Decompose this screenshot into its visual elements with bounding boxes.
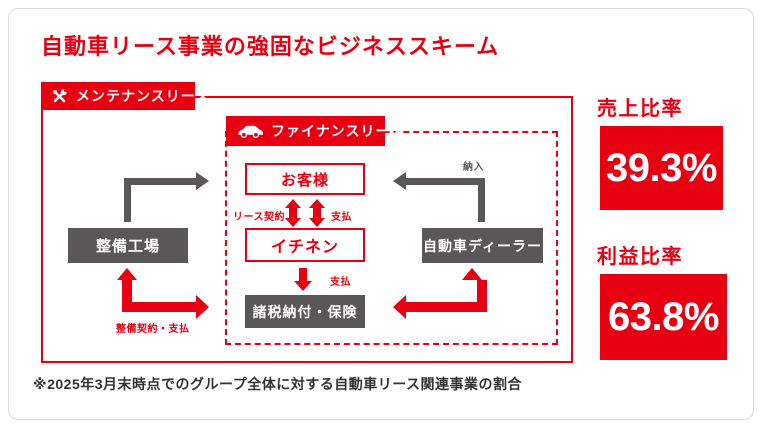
sales-ratio-value: 39.3%	[600, 126, 723, 210]
arrow-shaft	[122, 280, 132, 312]
node-customer: お客様	[245, 163, 365, 195]
label-lease-contract: リース契約	[233, 212, 285, 223]
node-tax-insurance: 諸税納付・保険	[245, 295, 365, 328]
page-title: 自動車リース事業の強固なビジネススキーム	[41, 34, 500, 59]
arrow-lease-contract	[285, 199, 301, 227]
footnote: ※2025年3月末時点でのグループ全体に対する自動車リース関連事業の割合	[33, 376, 522, 392]
profit-ratio-value: 63.8%	[600, 274, 727, 360]
maintenance-lease-tab: メンテナンスリース	[41, 82, 209, 110]
arrow-head-left	[393, 172, 406, 190]
arrow-shaft	[477, 280, 487, 312]
label-delivery: 納入	[463, 162, 484, 173]
arrow-shaft	[124, 178, 196, 185]
arrow-shaft	[122, 302, 196, 312]
arrow-shaft	[478, 178, 485, 222]
arrow-shaft	[299, 268, 307, 282]
arrow-head-down	[309, 218, 325, 227]
arrow-factory-to-customer	[124, 172, 209, 222]
finance-lease-label: ファイナンスリース	[271, 123, 405, 139]
label-payment-bottom: 支払	[330, 277, 351, 288]
label-maintenance-contract: 整備契約・支払	[116, 324, 190, 335]
arrow-factory-maintenance	[117, 268, 209, 319]
arrow-head-up	[285, 199, 301, 208]
arrow-head-down	[285, 218, 301, 227]
arrow-shaft	[406, 302, 487, 312]
arrow-head-right	[196, 295, 209, 319]
arrow-head-up	[462, 268, 482, 280]
arrow-head-left	[393, 295, 406, 319]
arrow-head-down	[294, 281, 312, 291]
sales-ratio-heading: 売上比率	[597, 98, 683, 120]
profit-ratio-heading: 利益比率	[597, 246, 683, 268]
arrow-payment-customer	[309, 199, 325, 227]
finance-lease-frame	[225, 131, 558, 345]
car-icon	[236, 123, 263, 139]
arrow-shaft	[289, 207, 297, 219]
node-ichinen: イチネン	[245, 228, 365, 262]
arrow-dealer-to-customer	[393, 172, 485, 222]
arrow-shaft	[406, 178, 485, 185]
arrow-head-right	[196, 172, 209, 190]
arrow-shaft	[313, 207, 321, 219]
arrow-head-up	[117, 268, 137, 280]
arrow-head-up	[309, 199, 325, 208]
finance-lease-tab: ファイナンスリース	[226, 116, 404, 146]
node-maintenance-factory: 整備工場	[68, 228, 188, 263]
node-car-dealer: 自動車ディーラー	[422, 228, 543, 263]
arrow-ichinen-to-tax	[294, 268, 312, 291]
maintenance-lease-label: メンテナンスリース	[76, 88, 211, 104]
wrench-icon	[51, 88, 68, 105]
label-payment-top: 支払	[331, 212, 352, 223]
arrow-shaft	[124, 180, 131, 222]
maintenance-lease-frame	[41, 96, 573, 363]
arrow-dealer-tax	[393, 268, 487, 319]
